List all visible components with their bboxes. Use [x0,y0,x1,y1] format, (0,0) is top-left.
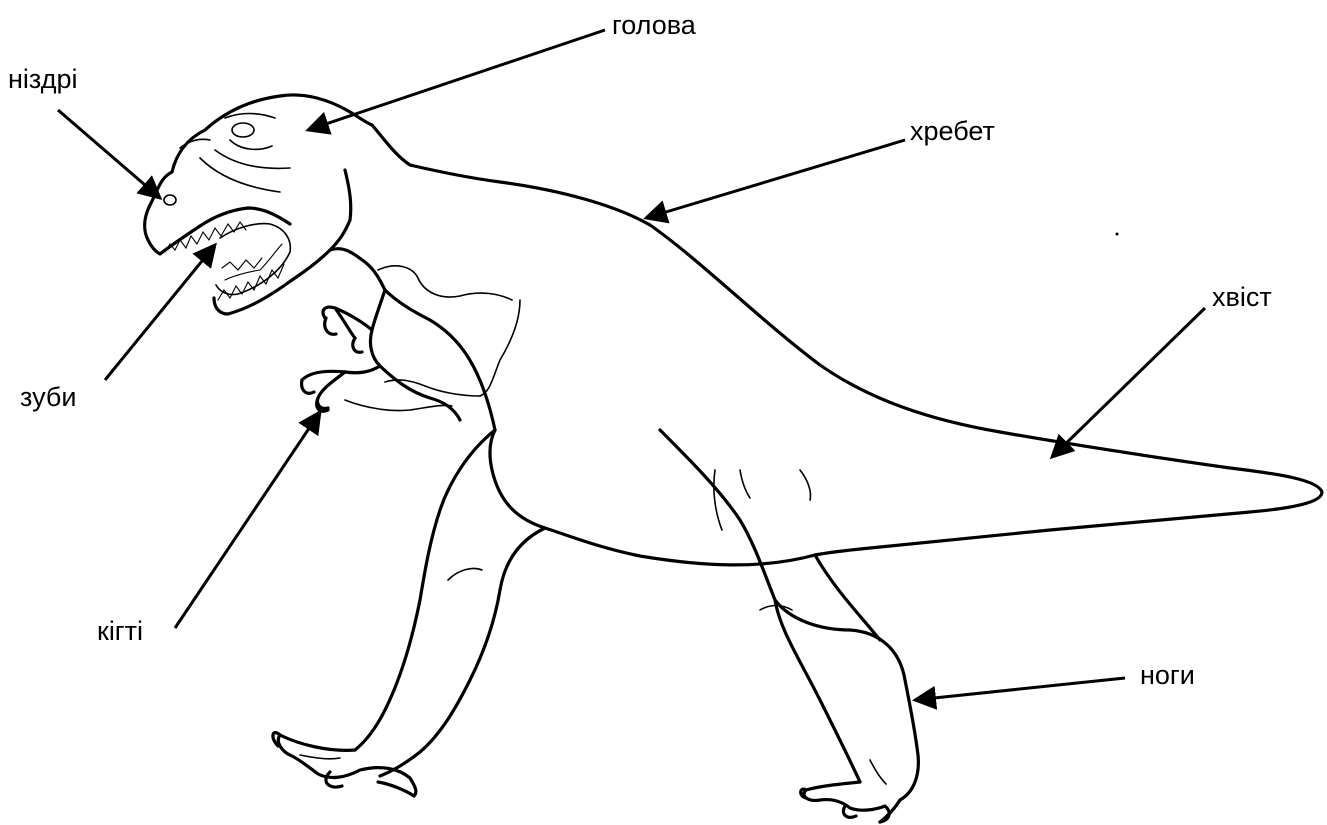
dinosaur-eye [232,123,254,137]
label-legs: ноги [1140,662,1195,689]
arrow-nostrils [58,110,160,198]
dinosaur-back-outline [650,225,1322,555]
speck [1116,233,1119,236]
label-nostrils: ніздрі [8,66,77,93]
dinosaur-left-foot [278,735,416,796]
arrow-tail [1052,308,1205,457]
arrow-head-label [308,30,605,130]
label-arrows [58,30,1205,700]
dinosaur-drawing [145,95,1322,822]
arrow-legs [915,678,1125,700]
label-head: голова [612,12,696,39]
dinosaur-upper-jaw [145,205,290,254]
label-spine: хребет [910,118,995,145]
arrow-teeth [105,245,215,380]
dinosaur-belly-outline [490,430,815,565]
dinosaur-lower-jaw [214,249,385,314]
dinosaur-throat [330,170,351,250]
dinosaur-right-leg [660,430,918,800]
arrow-claws [175,412,320,628]
dinosaur-left-leg [355,430,495,750]
dinosaur-head-outline [150,95,650,225]
label-teeth: зуби [20,384,76,411]
dinosaur-upper-arm [370,290,385,366]
label-claws: кігті [97,618,143,645]
dinosaur-nostril [164,195,176,205]
arrow-spine [646,140,905,218]
label-tail: хвіст [1212,284,1272,311]
